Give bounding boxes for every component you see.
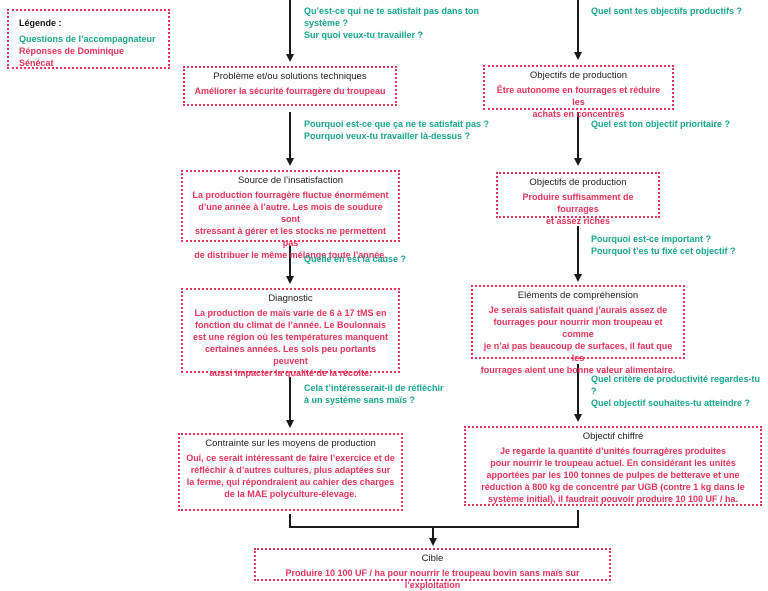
left-question-4-line: à un système sans maïs ? [304,395,416,405]
right-question-4-line: Quel critère de productivité regardes-tu… [591,374,761,396]
body-line: certaines années. Les sols peu portants … [204,344,377,366]
body-line: Produire 10 100 UF / ha pour nourrir le … [285,568,580,590]
right-box-target-number: Objectif chiffré Je regarde la quantité … [464,426,762,506]
left-box-constraint: Contrainte sur les moyens de production … [178,433,403,511]
body-line: je n’ai pas beaucoup de surfaces, il fau… [483,341,673,363]
left-box-source-body: La production fourragère fluctue énormém… [189,189,392,261]
target-box: Cible Produire 10 100 UF / ha pour nourr… [254,548,611,590]
right-question-1: Quel sont tes objectifs productifs ? [591,5,742,17]
body-line: stressant à gérer et les stocks ne perme… [194,226,387,248]
left-box-constraint-title: Contrainte sur les moyens de production [205,438,376,449]
left-box-problem-body: Améliorer la sécurité fourragère du trou… [191,85,389,97]
legend-questions: Questions de l’accompagnateur [19,34,156,44]
right-question-3: Pourquoi est-ce important ? Pourquoi t’e… [591,233,736,257]
body-line: fourrages aient une bonne valeur aliment… [480,365,676,375]
right-box-priority-body: Produire suffisamment de fourrages et as… [504,191,652,227]
right-question-4-line: Quel objectif souhaites-tu atteindre ? [591,398,751,408]
legend-box: Légende : Questions de l’accompagnateur … [7,9,170,69]
body-line: La production fourragère fluctue énormém… [192,190,389,200]
right-box-priority: Objectifs de production Produire suffisa… [496,172,660,226]
legend-title: Légende : [19,18,62,28]
left-question-2: Pourquoi est-ce que ça ne te satisfait p… [304,118,489,142]
body-line: Je regarde la quantité d’unités fourragè… [499,446,727,456]
legend-answers: Réponses de Dominique Sénécat [19,46,125,68]
right-question-3-line: Pourquoi t’es tu fixé cet objectif ? [591,246,736,256]
target-title: Cible [421,553,444,564]
right-question-2-line: Quel est ton objectif prioritaire ? [591,119,731,129]
body-line: fourrages pour nourrir mon troupeau et c… [493,317,663,339]
body-line: fonction du climat de l’année. Le Boulon… [194,320,387,330]
body-line: pour nourrir le troupeau actuel. En cons… [490,458,736,468]
left-question-1-line: système ? [304,18,349,28]
left-question-2-line: Pourquoi est-ce que ça ne te satisfait p… [304,119,490,129]
body-line: apportées par les 100 tonnes de pulpes d… [486,470,740,480]
left-box-problem-title: Problème et/ou solutions techniques [213,71,367,82]
right-box-target-number-body: Je regarde la quantité d’unités fourragè… [472,445,754,505]
right-question-2: Quel est ton objectif prioritaire ? [591,118,730,130]
body-line: réduction à 800 kg de concentré par UGB … [481,482,745,492]
body-line: réfléchir à d’autres cultures, plus adap… [190,465,391,475]
body-line: de la MAE polyculture-élevage. [224,489,357,499]
left-question-1-line: Sur quoi veux-tu travailler ? [304,30,424,40]
body-line: et assez riches [545,216,611,226]
right-box-objectives-title: Objectifs de production [529,70,628,81]
right-box-objectives: Objectifs de production Être autonome en… [483,65,674,119]
left-question-4-line: Cela t’intéresserait-il de réfléchir [304,383,444,393]
right-question-1-line: Quel sont tes objectifs productifs ? [591,6,743,16]
body-line: est une région où les températures manqu… [192,332,389,342]
body-line: Améliorer la sécurité fourragère du trou… [194,86,386,96]
right-box-priority-title: Objectifs de production [529,177,627,188]
target-body: Produire 10 100 UF / ha pour nourrir le … [262,567,603,591]
left-box-problem: Problème et/ou solutions techniques Amél… [183,66,397,106]
right-box-understanding-title: Eléments de compréhension [517,290,639,301]
left-question-4: Cela t’intéresserait-il de réfléchir à u… [304,382,444,406]
left-box-source: Source de l’insatisfaction La production… [181,170,400,260]
body-line: la ferme, qui répondraient au cahier des… [186,477,395,487]
left-box-source-title: Source de l’insatisfaction [237,175,344,186]
body-line: Produire suffisamment de fourrages [522,192,634,214]
left-box-diagnostic: Diagnostic La production de maïs varie d… [181,288,400,378]
left-question-3: Quelle en est la cause ? [304,253,406,265]
right-box-understanding: Eléments de compréhension Je serais sati… [471,285,685,375]
right-question-4: Quel critère de productivité regardes-tu… [591,373,768,409]
left-question-3-line: Quelle en est la cause ? [304,254,407,264]
body-line: achats en concentrés [532,109,625,119]
left-box-diagnostic-body: La production de maïs varie de 6 à 17 tM… [189,307,392,379]
left-box-constraint-body: Oui, ce serait intéressant de faire l’ex… [186,452,395,500]
left-question-1-line: Qu’est-ce qui ne te satisfait pas dans t… [304,6,480,16]
body-line: de distribuer le même mélange toute l’an… [194,250,387,260]
right-box-understanding-body: Je serais satisfait quand j’aurais assez… [479,304,677,376]
right-question-3-line: Pourquoi est-ce important ? [591,234,712,244]
left-question-2-line: Pourquoi veux-tu travailler là-dessus ? [304,131,471,141]
body-line: d’une année à l’autre. Les mois de soudu… [198,202,383,224]
left-box-diagnostic-title: Diagnostic [268,293,313,304]
body-line: La production de maïs varie de 6 à 17 tM… [194,308,387,318]
body-line: Je serais satisfait quand j’aurais assez… [488,305,668,315]
right-box-target-number-title: Objectif chiffré [582,431,644,442]
body-line: système initial), il faudrait pouvoir pr… [487,494,739,504]
right-box-objectives-body: Être autonome en fourrages et réduire le… [491,84,666,120]
body-line: aussi impacter la qualité de la récolte. [209,368,372,378]
body-line: Être autonome en fourrages et réduire le… [496,85,661,107]
body-line: Oui, ce serait intéressant de faire l’ex… [186,453,395,463]
left-question-1: Qu’est-ce qui ne te satisfait pas dans t… [304,5,479,41]
